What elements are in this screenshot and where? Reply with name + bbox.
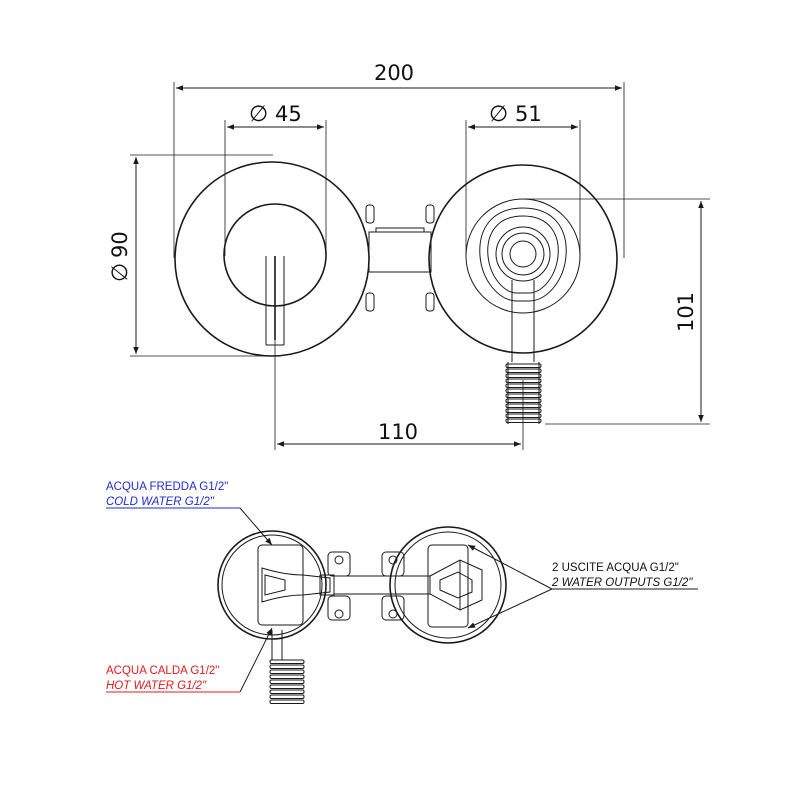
- right-plate: [428, 164, 618, 354]
- hose-rib: [505, 373, 542, 378]
- connector-pipe: [365, 204, 435, 312]
- callout-cold-water: ACQUA FREDDA G1/2" COLD WATER G1/2": [106, 481, 273, 546]
- back-right-plate: [389, 526, 507, 644]
- back-left-body: [257, 544, 335, 626]
- dim-overall-width: 200: [173, 61, 625, 258]
- dim-90-label: 90: [108, 231, 132, 258]
- right-knob: [465, 198, 581, 314]
- hose-rib: [505, 408, 542, 413]
- hose-rib: [505, 388, 542, 393]
- callout-hot-water: ACQUA CALDA G1/2" HOT WATER G1/2": [106, 627, 273, 693]
- outputs-line2: 2 WATER OUTPUTS G1/2": [551, 577, 693, 589]
- right-hose: [505, 280, 542, 424]
- left-plate: [174, 161, 370, 357]
- hose-rib: [269, 694, 305, 699]
- dim-height: 101: [525, 198, 710, 425]
- cold-water-line2: COLD WATER G1/2": [106, 496, 215, 508]
- dim-101-label: 101: [674, 292, 698, 332]
- hose-rib: [269, 674, 305, 679]
- hose-rib: [269, 659, 305, 664]
- hose-rib: [505, 413, 542, 418]
- back-left-plate: [217, 530, 327, 640]
- dim-200-label: 200: [374, 61, 414, 85]
- hose-rib: [505, 378, 542, 383]
- hose-rib: [269, 699, 305, 704]
- hose-rib: [505, 403, 542, 408]
- back-view: [217, 526, 507, 704]
- dim-plate-diameter: ∅ 90: [108, 154, 273, 357]
- diameter-symbol: ∅: [489, 102, 508, 127]
- hose-rib: [505, 363, 542, 368]
- callout-water-outputs: 2 USCITE ACQUA G1/2" 2 WATER OUTPUTS G1/…: [467, 544, 698, 629]
- hot-water-line2: HOT WATER G1/2": [106, 680, 207, 692]
- hose-rib: [505, 398, 542, 403]
- hose-rib: [269, 679, 305, 684]
- hose-rib: [505, 383, 542, 388]
- dim-right-knob-diameter: ∅ 51: [465, 102, 581, 256]
- diameter-symbol: ∅: [249, 102, 268, 127]
- outputs-line1: 2 USCITE ACQUA G1/2": [552, 562, 679, 574]
- dim-center-distance: 110: [274, 340, 524, 450]
- dim-45-label: 45: [275, 102, 302, 126]
- hose-rib: [269, 669, 305, 674]
- back-brackets: [327, 551, 405, 621]
- hose-rib: [505, 368, 542, 373]
- hose-rib: [269, 684, 305, 689]
- dim-left-knob-diameter: ∅ 45: [224, 102, 327, 256]
- cold-water-line1: ACQUA FREDDA G1/2": [106, 481, 228, 493]
- left-lever: [265, 256, 285, 346]
- hot-water-line1: ACQUA CALDA G1/2": [106, 665, 219, 677]
- hose-rib: [505, 418, 542, 423]
- back-right-body: [427, 544, 483, 628]
- front-view: 200 ∅ 45 ∅ 51 ∅ 90: [108, 61, 710, 450]
- dim-110-label: 110: [378, 420, 418, 444]
- hose-rib: [269, 664, 305, 669]
- hose-rib: [505, 393, 542, 398]
- back-pipe: [334, 575, 430, 595]
- hose-rib: [269, 689, 305, 694]
- dim-51-label: 51: [515, 102, 542, 126]
- diameter-symbol: ∅: [108, 263, 133, 282]
- back-hose: [269, 630, 305, 704]
